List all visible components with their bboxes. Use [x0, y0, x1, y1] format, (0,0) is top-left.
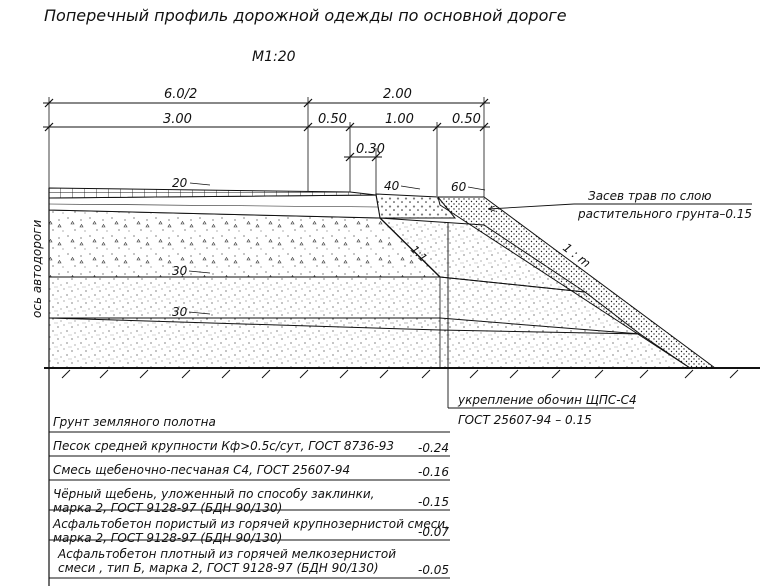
dim-100: 1.00 — [385, 112, 414, 127]
layer-thickness: -0.24 — [418, 441, 449, 455]
grass-callout: Засев трав по слою растительного грунта–… — [488, 189, 752, 221]
shoulder-callout-line2: ГОСТ 25607-94 – 0.15 — [458, 413, 592, 427]
slope-20-label: 20 — [172, 176, 188, 190]
layer-label-line: Смесь щебеночно-песчаная С4, ГОСТ 25607-… — [53, 463, 350, 477]
layer-label-line: Грунт земляного полотна — [53, 415, 216, 429]
layer-label-line: Асфальтобетон пористый из горячей крупно… — [52, 517, 449, 531]
layer-row: Смесь щебеночно-песчаная С4, ГОСТ 25607-… — [49, 463, 450, 481]
cross-section — [44, 187, 760, 369]
layer-label-line: Чёрный щебень, уложенный по способу закл… — [53, 487, 374, 501]
grass-callout-line1: Засев трав по слою — [588, 189, 711, 203]
layer-row: Асфальтобетон плотный из горячей мелкозе… — [49, 547, 450, 579]
ground-hatching — [61, 369, 739, 379]
layer-label-line: смеси , тип Б, марка 2, ГОСТ 9128-97 (БД… — [58, 561, 379, 575]
layer-label-line: марка 2, ГОСТ 9128-97 (БДН 90/130) — [53, 501, 282, 515]
layer-thickness: -0.05 — [418, 563, 449, 577]
slope-30-lower-label: 30 — [172, 305, 188, 319]
slope-60-label: 60 — [451, 180, 467, 194]
dim-half-width: 6.0/2 — [164, 87, 197, 102]
grass-callout-line2: растительного грунта–0.15 — [577, 207, 752, 221]
dim-050-a: 0.50 — [318, 112, 347, 127]
shoulder-callout-line1: укрепление обочин ЩПС-С4 — [457, 393, 637, 407]
layer-thickness: -0.15 — [418, 495, 449, 509]
layer-thickness: -0.07 — [418, 525, 449, 539]
dim-050-b: 0.50 — [452, 112, 481, 127]
drawing-title: Поперечный профиль дорожной одежды по ос… — [44, 6, 567, 25]
layer-row: Асфальтобетон пористый из горячей крупно… — [49, 517, 450, 545]
layer-label-line: марка 2, ГОСТ 9128-97 (БДН 90/130) — [53, 531, 282, 545]
layer-thickness: -0.16 — [418, 465, 449, 479]
slope-40-label: 40 — [384, 179, 400, 193]
dimension-lines — [43, 97, 490, 197]
layer-row: Песок средней крупности Кф>0.5с/сут, ГОС… — [49, 439, 450, 457]
shoulder-callout: укрепление обочин ЩПС-С4 ГОСТ 25607-94 –… — [447, 222, 637, 427]
scale-label: М1:20 — [252, 49, 296, 65]
dim-shoulder-total: 2.00 — [383, 87, 412, 102]
layer-row: Грунт земляного полотна — [49, 415, 450, 433]
layer-row: Чёрный щебень, уложенный по способу закл… — [49, 487, 450, 515]
dim-030: 0.30 — [356, 142, 385, 157]
dim-carriageway: 3.00 — [163, 112, 192, 127]
road-axis-label: ось автодороги — [30, 220, 44, 318]
layer-label-line: Песок средней крупности Кф>0.5с/сут, ГОС… — [53, 439, 394, 453]
layer-label-line: Асфальтобетон плотный из горячей мелкозе… — [57, 547, 396, 561]
slope-30-upper-label: 30 — [172, 264, 188, 278]
